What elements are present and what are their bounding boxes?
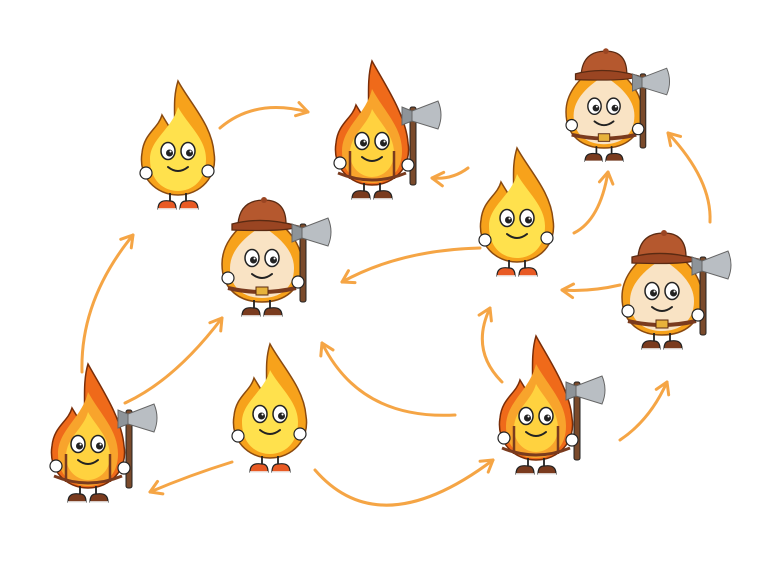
axe-icon (117, 403, 158, 489)
flame-lumberjack-icon (49, 362, 158, 503)
flame-mascot-icon (478, 146, 555, 277)
axe-icon (691, 250, 732, 336)
arrow-9 (340, 246, 482, 285)
arrow-1 (218, 101, 310, 130)
cap-icon (231, 197, 300, 232)
flame-capped-icon (621, 230, 732, 350)
axe-icon (631, 67, 671, 149)
arrowhead (560, 282, 576, 300)
arrowhead (208, 316, 224, 333)
arrowhead (294, 101, 310, 118)
arrowhead (148, 479, 165, 496)
arrowhead (477, 306, 493, 323)
arrow-4 (148, 460, 234, 496)
flame-mascot-icon (139, 79, 216, 210)
flame-capped-icon (565, 48, 671, 163)
flame-lumberjack-icon (333, 59, 442, 200)
arrowhead (119, 233, 135, 250)
arrow-5 (313, 458, 495, 507)
arrowhead (597, 170, 615, 186)
arrow-7 (477, 306, 504, 384)
arrowhead (478, 458, 495, 474)
flame-lumberjack-icon (497, 334, 606, 475)
arrow-11 (572, 170, 615, 235)
arrow-8 (618, 380, 671, 442)
arrowhead (666, 131, 683, 148)
arrow-13 (666, 131, 712, 224)
arrow-6 (319, 341, 457, 417)
arrowhead (430, 170, 446, 188)
axe-icon (401, 100, 442, 186)
cap-icon (574, 48, 640, 81)
arrow-3 (123, 316, 224, 405)
arrowhead (654, 380, 671, 397)
flame-capped-icon (221, 197, 332, 317)
arrowhead (319, 341, 335, 358)
axe-icon (291, 217, 332, 303)
arrow-10 (430, 166, 470, 188)
arrowhead (340, 269, 357, 285)
arrow-2 (80, 233, 135, 374)
cap-icon (631, 230, 700, 265)
arrow-12 (560, 282, 622, 300)
flame-mascot-icon (231, 342, 308, 473)
axe-icon (565, 375, 606, 461)
